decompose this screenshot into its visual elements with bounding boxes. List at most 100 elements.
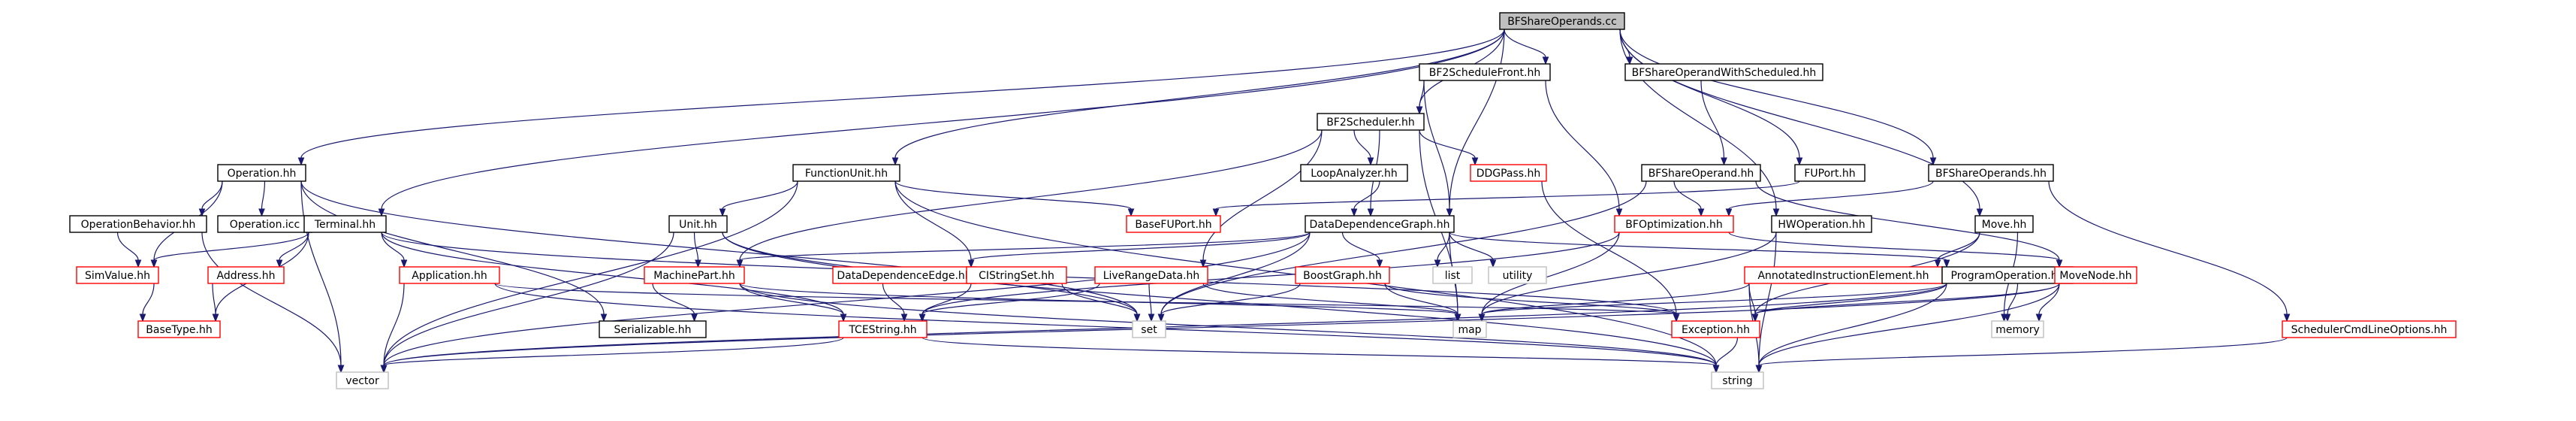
node-label: memory [1995,324,2040,336]
edge-line [1481,283,1750,315]
edge-bfshareoperand_hh-to-bfoptimization_hh [1673,180,1705,217]
node-hwoperation-hh[interactable]: HWOperation.hh [1771,215,1872,233]
node-box [1300,164,1408,182]
edge-line [1754,283,1947,315]
node-programoperation-hh[interactable]: ProgramOperation.hh [1941,266,2074,284]
node-box [1499,12,1625,30]
node-fuport-hh[interactable]: FUPort.hh [1794,164,1866,182]
edge-line [261,180,266,210]
arrowhead [212,313,219,323]
node-datadependenceedge-hh[interactable]: DataDependenceEdge.hh [832,266,976,284]
node-loopanalyzer-hh[interactable]: LoopAnalyzer.hh [1300,164,1408,182]
node-basetype-hh[interactable]: BaseType.hh [137,320,221,338]
node-label: DataDependenceEdge.hh [837,270,971,282]
node-bf2schedulefront-hh[interactable]: BF2ScheduleFront.hh [1419,63,1551,81]
node-basefuport-hh[interactable]: BaseFUPort.hh [1126,215,1221,233]
node-functionunit-hh[interactable]: FunctionUnit.hh [792,164,900,182]
node-box [1614,215,1734,233]
node-label: set [1141,324,1157,336]
node-label: map [1458,324,1481,336]
arrowhead [1376,259,1383,268]
edge-line [142,283,155,315]
edge-operation_hh-to-vector [300,180,345,374]
node-bfshareoperands-hh[interactable]: BFShareOperands.hh [1928,164,2054,182]
node-bf2scheduler-hh[interactable]: BF2Scheduler.hh [1317,113,1425,131]
node-boostgraph-hh[interactable]: BoostGraph.hh [1295,266,1390,284]
arrowhead [2004,313,2011,323]
edge-cistringset_hh-to-tcestring_hh [918,283,972,323]
node-movenode-hh[interactable]: MoveNode.hh [2054,266,2137,284]
node-liverangedata-hh[interactable]: LiveRangeData.hh [1094,266,1208,284]
edge-liverangedata_hh-to-tcestring_hh [918,283,1100,323]
arrowhead [400,259,408,268]
edge-line [383,283,2060,366]
edge-root-to-functionunit_hh [891,29,1505,166]
node-operation-hh[interactable]: Operation.hh [217,164,306,182]
node-memory: memory [1991,320,2044,338]
node-bfoptimization-hh[interactable]: BFOptimization.hh [1614,215,1734,233]
node-box [966,266,1067,284]
arrowhead [1755,365,1763,374]
node-machinepart-hh[interactable]: MachinePart.hh [644,266,745,284]
node-address-hh[interactable]: Address.hh [207,266,285,284]
edge-line [383,283,405,366]
node-box [1794,164,1866,182]
edge-bfshareoperands_hh-to-bfoptimization_hh [1725,180,1934,217]
node-annotatedinstructionelement-hh[interactable]: AnnotatedInstructionElement.hh [1744,266,1943,284]
node-terminal-hh[interactable]: Terminal.hh [303,215,387,233]
edge-line [1758,283,1947,366]
edge-line [201,232,342,366]
node-label: BoostGraph.hh [1303,270,1382,282]
node-label: vector [345,375,379,387]
node-ddgpass-hh[interactable]: DDGPass.hh [1470,164,1547,182]
node-label: BaseType.hh [146,324,212,336]
edge-root-to-hwoperation_hh [1619,29,1780,217]
edge-bf2scheduler_hh-to-ddgpass_hh [1419,129,1479,166]
edge-unit_hh-to-vector [380,232,674,374]
edge-line [1384,283,1677,315]
node-tcestring-hh[interactable]: TCEString.hh [838,320,928,338]
node-operation-icc[interactable]: Operation.icc [217,215,312,233]
node-label: HWOperation.hh [1778,219,1865,231]
edge-bf2scheduler_hh-to-liverangedata_hh [1199,129,1323,268]
node-cistringset-hh[interactable]: CIStringSet.hh [966,266,1067,284]
edge-line [279,232,309,261]
node-schedulercmdlineoptions-hh[interactable]: SchedulerCmdLineOptions.hh [2282,320,2457,338]
arrowhead [1772,208,1780,217]
arrowhead [1350,208,1358,217]
edge-bfshareoperand_hh-to-set [1157,180,1647,323]
edge-root-to-bfshareoperandwithscheduled_hh [1619,29,1633,65]
edge-machinepart_hh-to-tcestring_hh [739,283,847,323]
edge-line [1148,283,1152,315]
node-box [1928,164,2054,182]
arrowhead [2056,259,2063,268]
node-box [1452,320,1487,338]
node-application-hh[interactable]: Application.hh [399,266,500,284]
node-unit-hh[interactable]: Unit.hh [668,215,728,233]
node-datadependencegraph-hh[interactable]: DataDependenceGraph.hh [1305,215,1455,233]
node-label: Unit.hh [679,219,717,231]
arrowhead [1478,313,1486,323]
node-operationbehavior-hh[interactable]: OperationBehavior.hh [69,215,207,233]
arrowhead [337,365,345,374]
arrowhead [695,259,701,268]
edge-bf2schedulefront_hh-to-ddg_hh [1423,80,1453,217]
edge-line [970,232,1311,261]
node-serializable-hh[interactable]: Serializable.hh [599,320,707,338]
edge-loopanalyzer_hh-to-ddg_hh [1350,180,1380,217]
node-utility: utility [1488,266,1547,284]
node-move-hh[interactable]: Move.hh [1974,215,2034,233]
node-simvalue-hh[interactable]: SimValue.hh [76,266,159,284]
edge-line [1419,80,1425,108]
edge-schedulercmdlineoptions_hh-to-string [1755,337,2288,374]
node-box [1711,371,1764,389]
node-box [1317,113,1425,131]
node-box [217,164,306,182]
node-exception-hh[interactable]: Exception.hh [1671,320,1760,338]
node-bfshareoperand-hh[interactable]: BFShareOperand.hh [1641,164,1761,182]
node-box [1641,164,1761,182]
node-bfshareoperandwithscheduled-hh[interactable]: BFShareOperandWithScheduled.hh [1624,63,1823,81]
node-box [1624,63,1823,81]
arrowhead [380,365,388,374]
node-label: list [1445,270,1461,282]
